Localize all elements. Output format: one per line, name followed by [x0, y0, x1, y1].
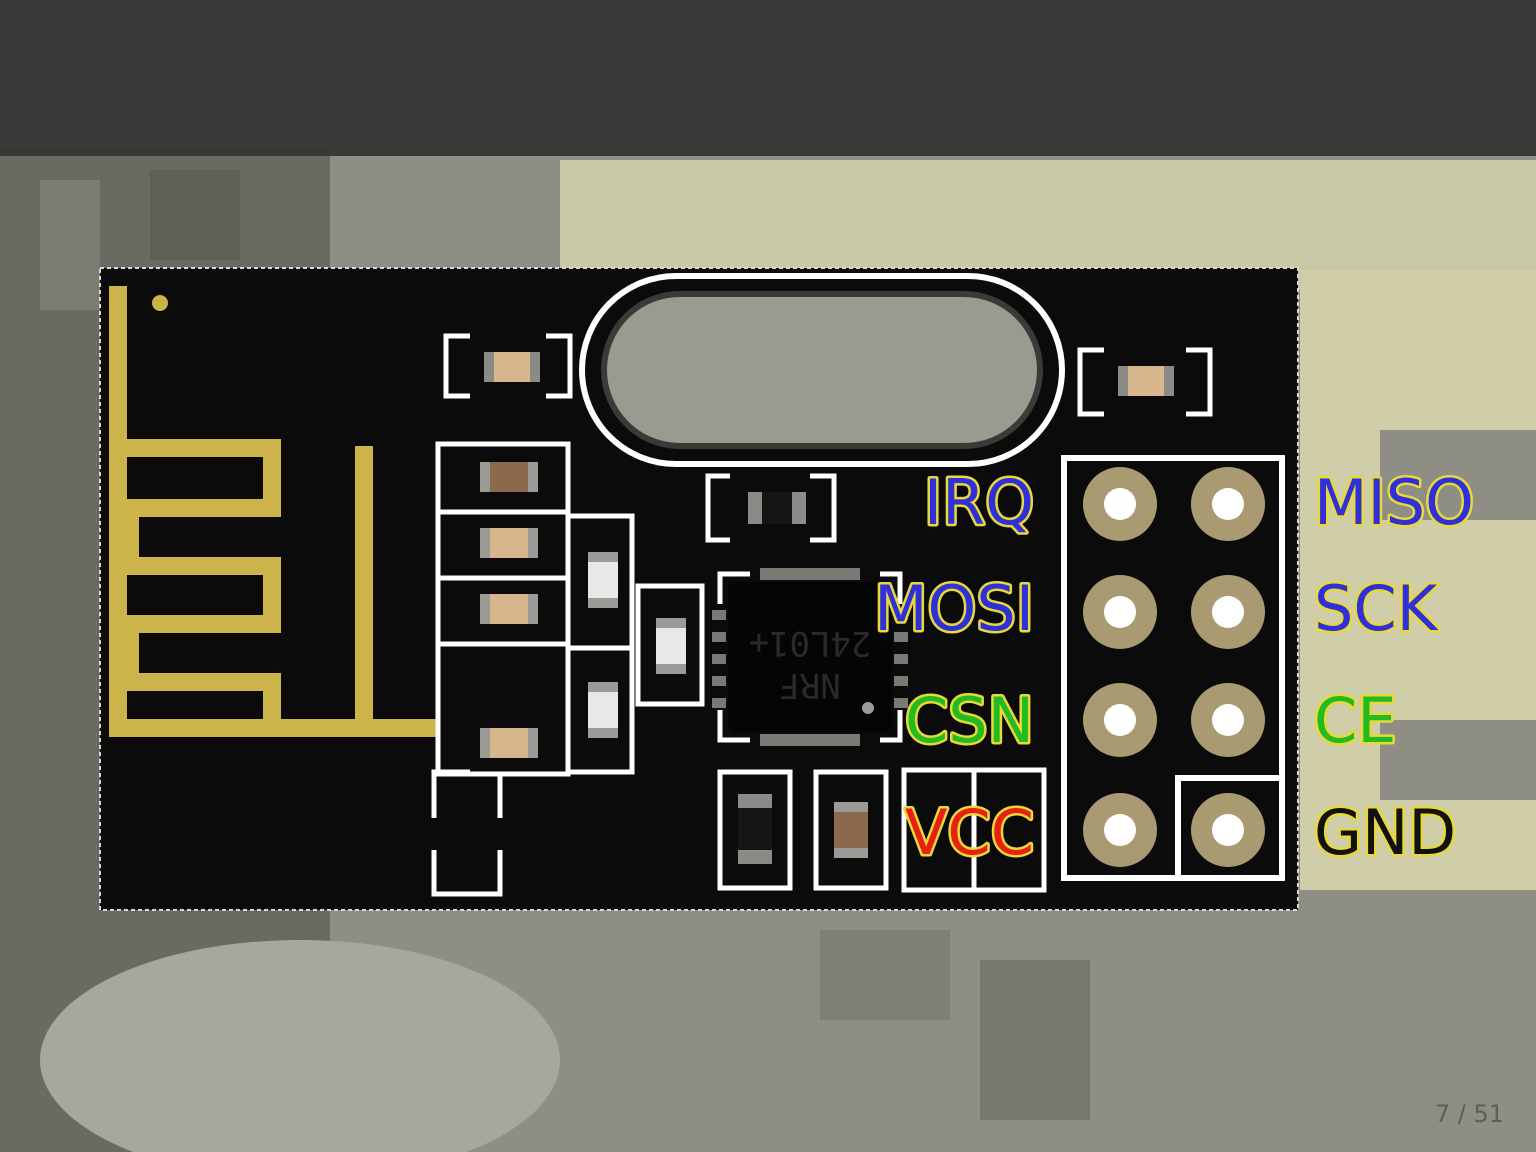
- pin-label-miso: MISO: [1314, 466, 1474, 539]
- pin-pad-ce: [1191, 683, 1265, 757]
- chip-marking-line1: NRF: [779, 665, 840, 705]
- pin-label-csn: CSN: [905, 684, 1034, 757]
- pin-label-mosi: MOSI: [874, 572, 1034, 645]
- pin1-marker-dot: [152, 295, 168, 311]
- pin-pad-irq: [1083, 467, 1157, 541]
- pin-label-vcc: VCC: [905, 796, 1034, 869]
- pin-pad-csn: [1083, 683, 1157, 757]
- pin-label-irq: IRQ: [924, 466, 1034, 539]
- pin-pad-mosi: [1083, 575, 1157, 649]
- pin-pad-sck: [1191, 575, 1265, 649]
- pin-pad-vcc: [1083, 793, 1157, 867]
- page-number: 7 / 51: [1435, 1100, 1504, 1128]
- chip-pin1-dot: [862, 702, 874, 714]
- pin-pad-gnd: [1191, 793, 1265, 867]
- pin-label-sck: SCK: [1314, 572, 1439, 645]
- chip-marking-line2: 24L01+: [749, 623, 872, 663]
- pin-pad-miso: [1191, 467, 1265, 541]
- pin-label-ce: CE: [1314, 684, 1396, 757]
- pin-label-gnd: GND: [1314, 796, 1456, 869]
- crystal-oscillator: [582, 276, 1062, 464]
